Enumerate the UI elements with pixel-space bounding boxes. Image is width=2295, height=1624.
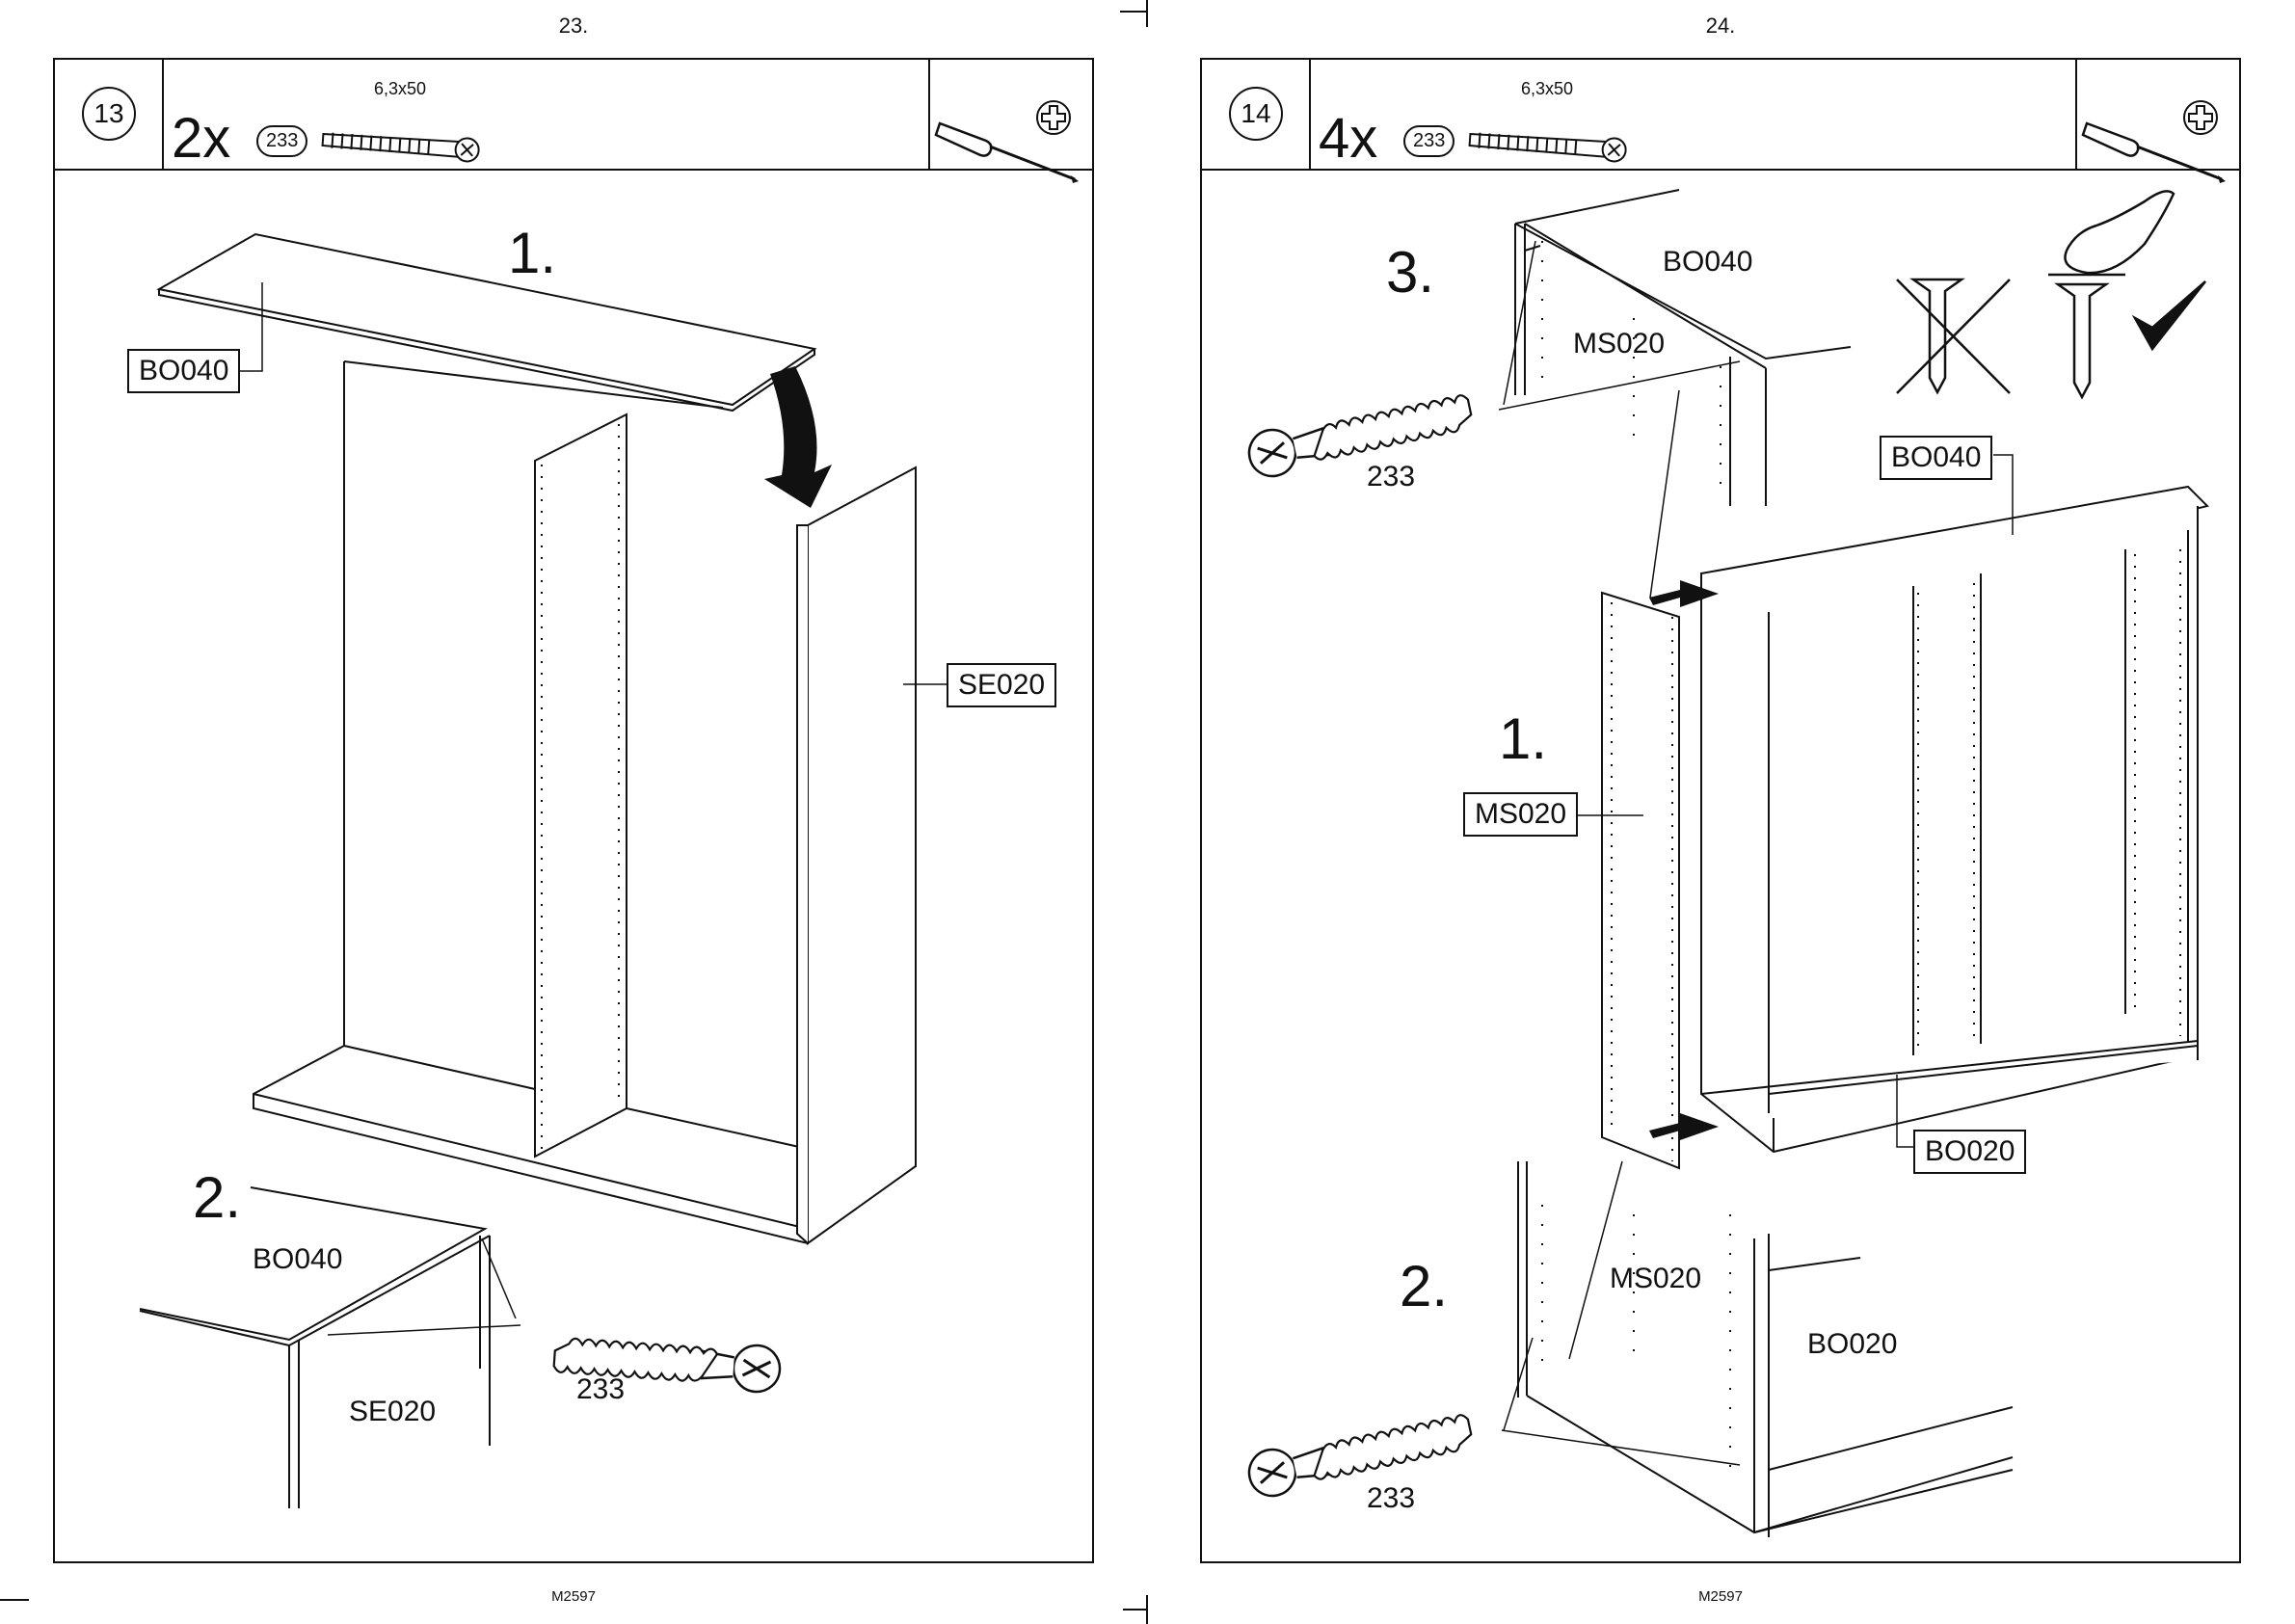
part-label-ms020: MS020	[1463, 792, 1578, 837]
detail-label-ms020: MS020	[1573, 328, 1665, 360]
detail-label-bo040: BO040	[253, 1243, 342, 1276]
detail-label-screw: 233	[576, 1373, 625, 1406]
substep-2: 2.	[193, 1164, 241, 1231]
substep-3: 3.	[1386, 239, 1434, 306]
detail-label-screw: 233	[1367, 461, 1415, 493]
step-number: 13	[82, 87, 136, 141]
quantity: 2x	[172, 111, 230, 167]
header-separator	[2075, 58, 2077, 169]
substep-2: 2.	[1400, 1253, 1448, 1319]
detail-label-bo020: BO020	[1807, 1328, 1897, 1361]
screw-size: 6,3x50	[374, 79, 426, 99]
page-number: 23.	[525, 13, 622, 39]
step-number: 14	[1229, 87, 1283, 141]
screw-size: 6,3x50	[1521, 79, 1573, 99]
detail-label-ms020: MS020	[1610, 1263, 1701, 1295]
instruction-frame-right	[1200, 58, 2241, 1563]
part-label-bo040: BO040	[1880, 436, 1992, 480]
substep-1: 1.	[508, 220, 556, 286]
header-separator	[162, 58, 164, 169]
detail-label-bo040: BO040	[1663, 246, 1752, 279]
header-separator	[928, 58, 930, 169]
part-number-badge: 233	[256, 125, 307, 157]
substep-1: 1.	[1499, 706, 1547, 772]
document-code: M2597	[525, 1588, 622, 1605]
page-number: 24.	[1672, 13, 1769, 39]
quantity: 4x	[1319, 111, 1377, 167]
header-separator	[1309, 58, 1311, 169]
part-label-se020: SE020	[947, 663, 1056, 707]
document-code: M2597	[1672, 1588, 1769, 1605]
part-label-bo040: BO040	[127, 349, 240, 393]
part-number-badge: 233	[1403, 125, 1454, 157]
instruction-frame-left	[53, 58, 1094, 1563]
part-label-bo020: BO020	[1913, 1130, 2026, 1174]
detail-label-screw: 233	[1367, 1482, 1415, 1515]
detail-label-se020: SE020	[349, 1396, 436, 1428]
